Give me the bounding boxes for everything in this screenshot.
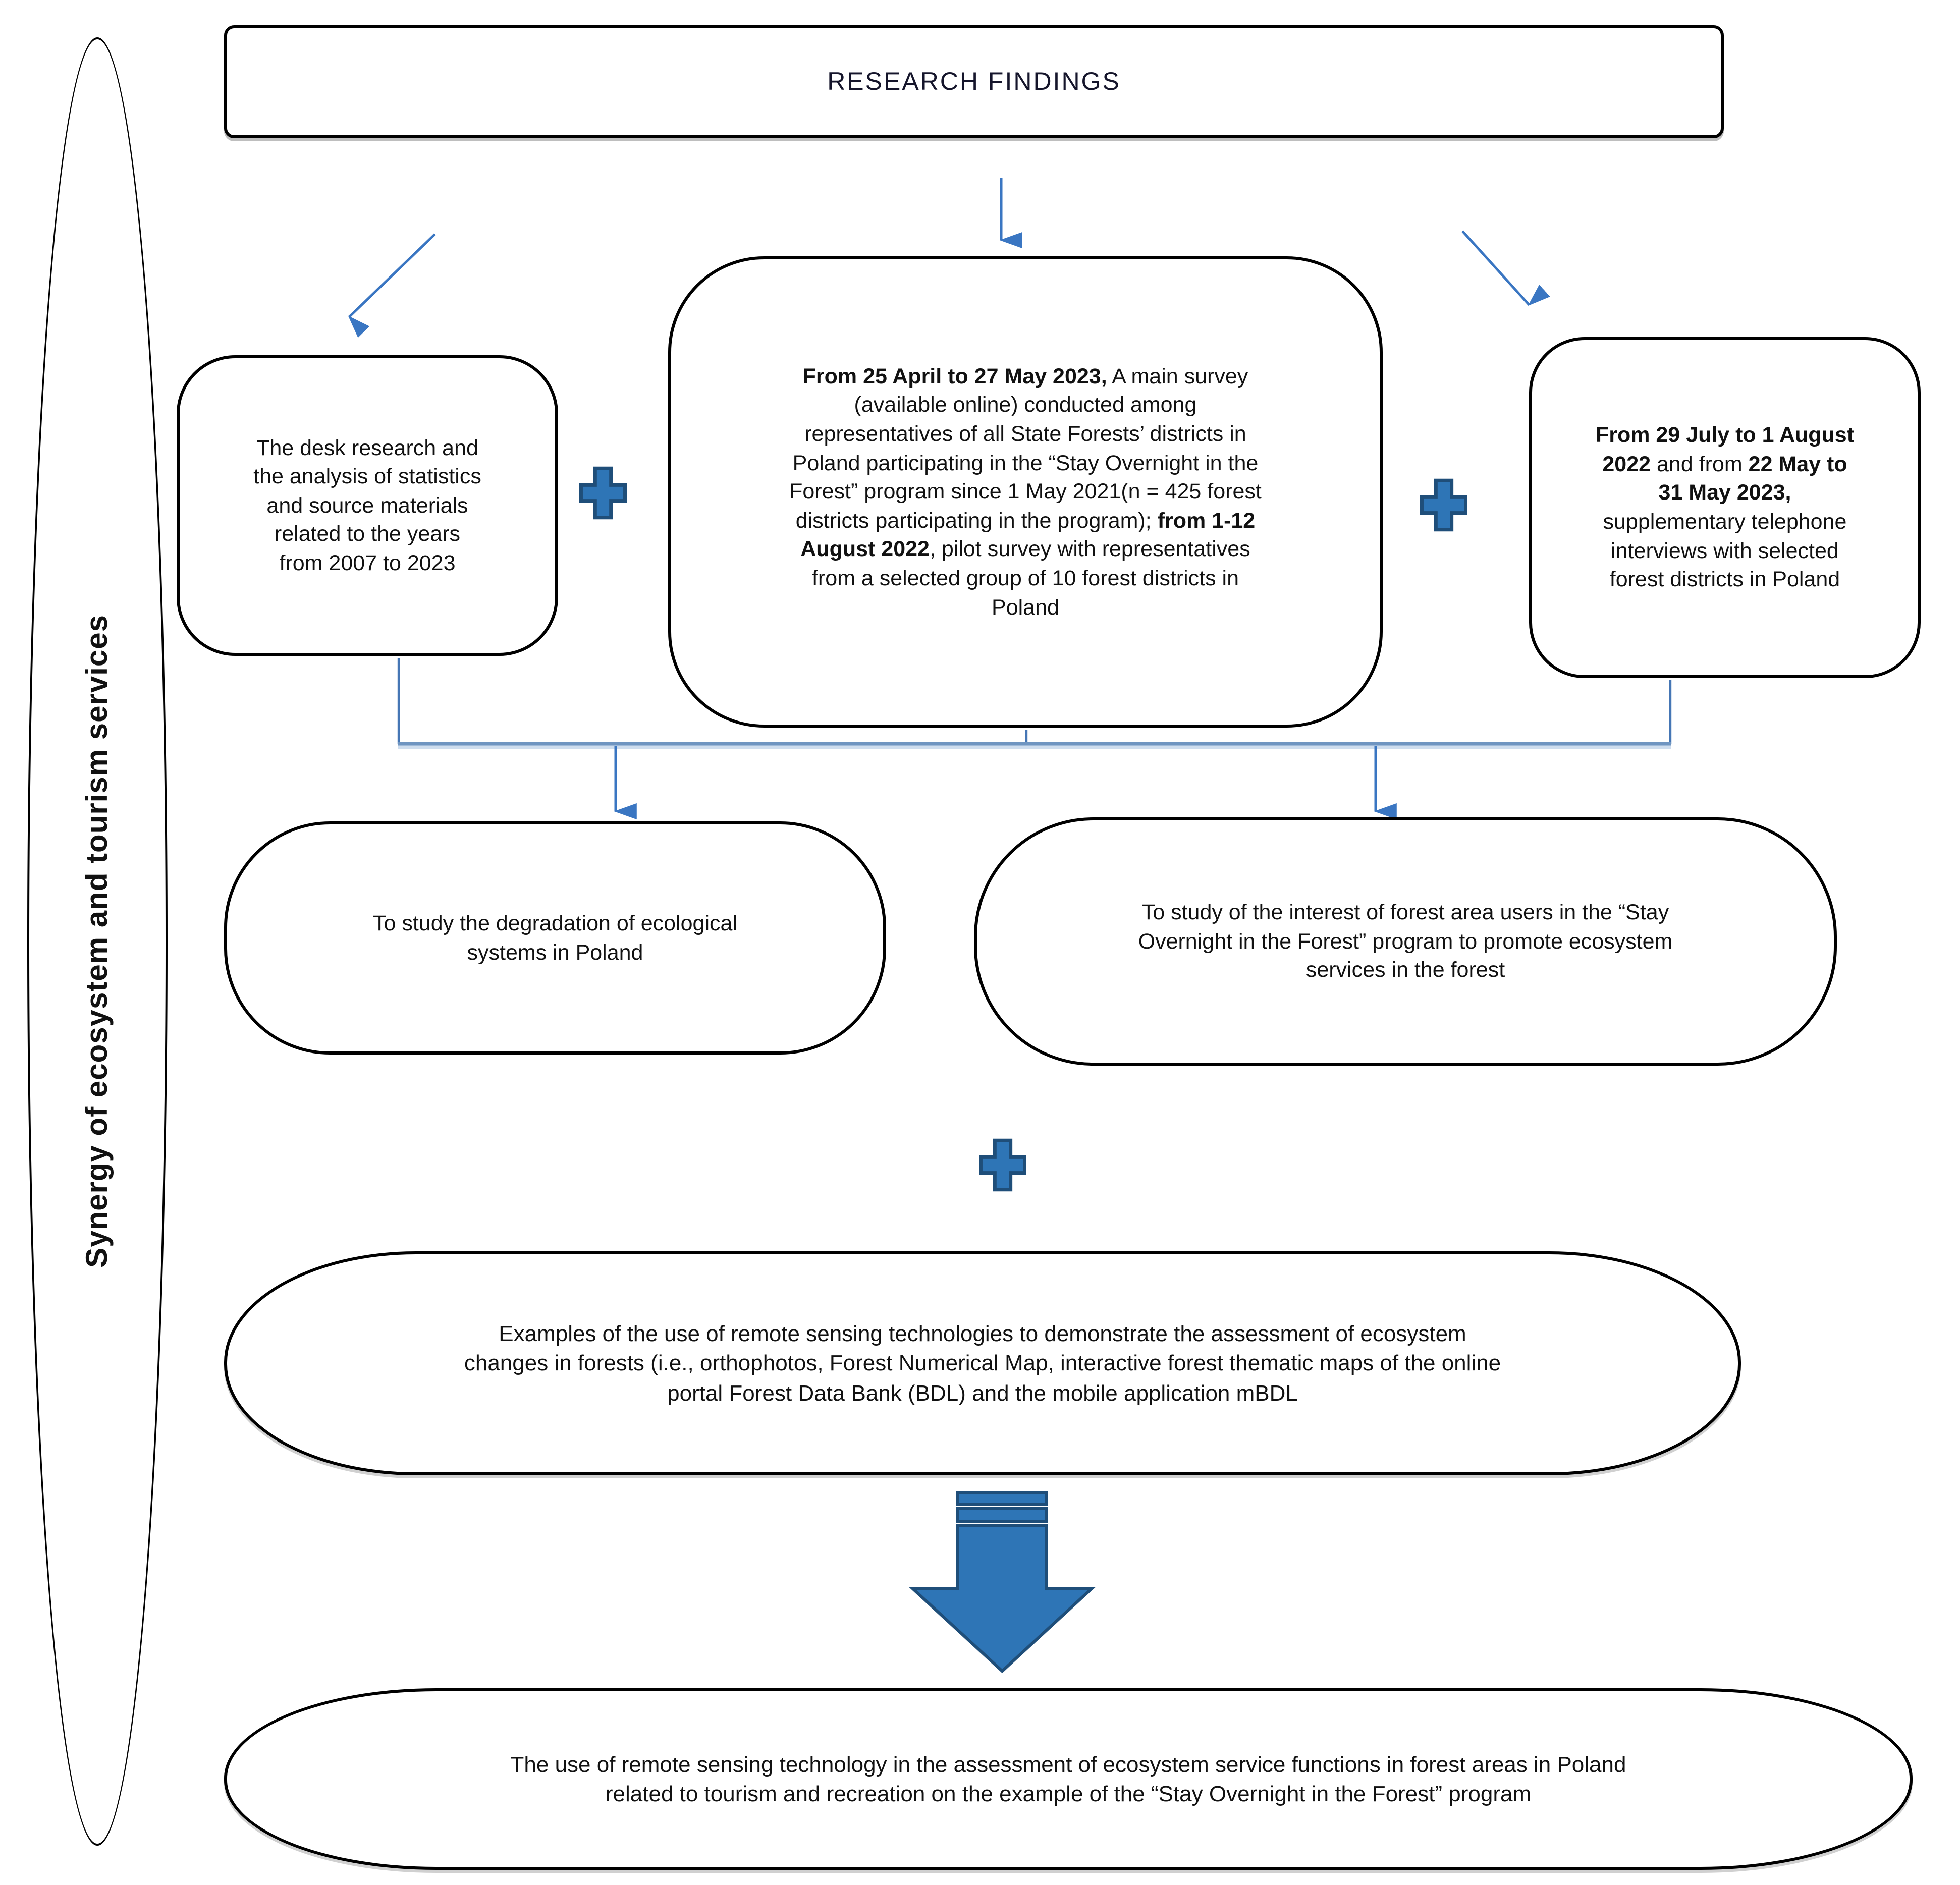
telephone-bold-2: 22 May to 31 May 2023,: [1658, 452, 1847, 505]
main-survey-box: From 25 April to 27 May 2023, A main sur…: [668, 256, 1383, 728]
main-survey-regular-2: , pilot survey with representatives from…: [811, 537, 1250, 620]
plus-icon-right: [1420, 478, 1467, 532]
conclusion-text: The use of remote sensing technology in …: [510, 1751, 1626, 1807]
plus-icon-left: [579, 466, 627, 520]
synergy-ellipse: Synergy of ecosystem and tourism service…: [27, 37, 168, 1846]
research-findings-title: RESEARCH FINDINGS: [827, 67, 1121, 95]
degradation-goal-oval: To study the degradation of ecological s…: [224, 821, 886, 1055]
degradation-goal-text: To study the degradation of ecological s…: [373, 911, 737, 964]
main-survey-text: From 25 April to 27 May 2023, A main sur…: [789, 362, 1262, 622]
plus-icon-center: [979, 1138, 1026, 1192]
main-survey-bold-1: From 25 April to 27 May 2023,: [802, 364, 1107, 389]
interest-goal-text: To study of the interest of forest area …: [1138, 900, 1673, 982]
conclusion-oval: The use of remote sensing technology in …: [224, 1688, 1913, 1870]
remote-sensing-examples-oval: Examples of the use of remote sensing te…: [224, 1251, 1741, 1475]
main-survey-regular-1: A main survey (available online) conduct…: [789, 364, 1262, 533]
interest-goal-oval: To study of the interest of forest area …: [974, 817, 1837, 1066]
telephone-regular-2: supplementary telephone interviews with …: [1603, 510, 1847, 592]
research-findings-box: RESEARCH FINDINGS: [224, 25, 1724, 138]
telephone-bold-1: From 29 July to 1 August 2022: [1595, 423, 1855, 476]
telephone-interviews-box: From 29 July to 1 August 2022 and from 2…: [1529, 337, 1921, 678]
arrow-to-telephone-interviews: [1461, 230, 1550, 306]
desk-research-box: The desk research and the analysis of st…: [177, 355, 558, 656]
main-survey-bold-2: from 1-12 August 2022: [800, 508, 1256, 562]
remote-sensing-examples-text: Examples of the use of remote sensing te…: [464, 1321, 1501, 1406]
desk-research-text: The desk research and the analysis of st…: [253, 435, 481, 575]
telephone-interviews-text: From 29 July to 1 August 2022 and from 2…: [1596, 421, 1854, 594]
telephone-regular-1: and from: [1651, 452, 1749, 476]
arrow-to-desk-research: [348, 233, 436, 338]
striped-down-arrow-icon: [908, 1491, 1096, 1674]
synergy-label: Synergy of ecosystem and tourism service…: [80, 615, 114, 1268]
